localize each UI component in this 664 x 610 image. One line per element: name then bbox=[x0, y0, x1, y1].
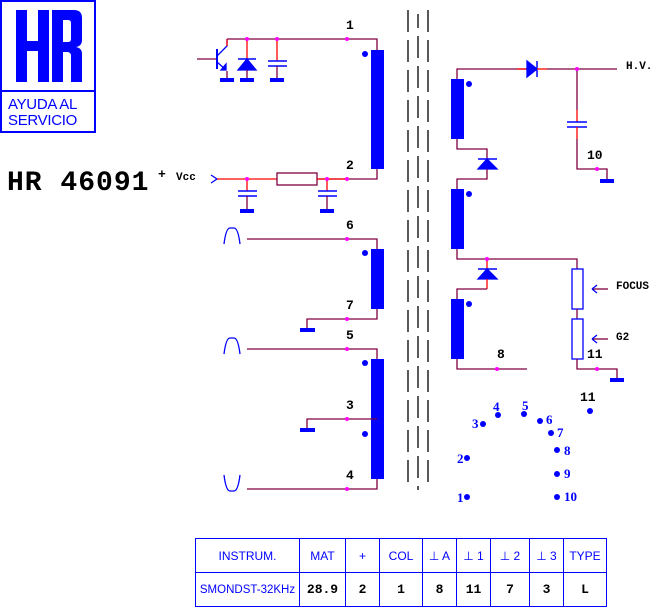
negative-pulse-icon bbox=[223, 474, 241, 492]
flyback-schematic: + Vcc 1 2 6 7 5 3 4 H.V. 10 8 11 FOCUS G… bbox=[158, 10, 652, 505]
spec-value-row: SMONDST-32KHz 28.9 2 1 8 11 7 3 L bbox=[195, 572, 607, 607]
layout-pin-2: 2 bbox=[457, 451, 464, 466]
model-number: HR 46091 bbox=[7, 168, 150, 199]
header-instrum: INSTRUM. bbox=[195, 538, 300, 573]
layout-pin-4: 4 bbox=[493, 399, 500, 414]
winding-5-3-4 bbox=[223, 337, 384, 492]
hr-logo-mark bbox=[16, 10, 82, 82]
header-ground-2: ⊥ 2 bbox=[490, 538, 530, 573]
header-ground-3: ⊥ 3 bbox=[529, 538, 564, 573]
g2-label: G2 bbox=[616, 332, 629, 344]
header-mat: MAT bbox=[299, 538, 346, 573]
logo-subtitle: AYUDA AL SERVICIO bbox=[8, 97, 77, 129]
value-ground-a: 8 bbox=[422, 572, 457, 607]
pin-label-7: 7 bbox=[346, 298, 354, 313]
pin-label-5: 5 bbox=[346, 328, 354, 343]
layout-pin-1: 1 bbox=[457, 490, 464, 505]
spec-header-row: INSTRUM. MAT + COL ⊥ A ⊥ 1 ⊥ 2 ⊥ 3 TYPE bbox=[195, 538, 607, 573]
layout-pin-8: 8 bbox=[564, 443, 571, 458]
pin-label-10: 10 bbox=[587, 148, 603, 163]
vcc-plus-label: + bbox=[158, 167, 166, 182]
pin-label-2: 2 bbox=[346, 158, 354, 173]
pin1-circuit bbox=[197, 37, 378, 82]
spec-table: INSTRUM. MAT + COL ⊥ A ⊥ 1 ⊥ 2 ⊥ 3 TYPE … bbox=[195, 538, 607, 607]
header-plus: + bbox=[345, 538, 380, 573]
pin-label-4: 4 bbox=[346, 468, 354, 483]
value-col: 1 bbox=[379, 572, 423, 607]
layout-pin-9: 9 bbox=[564, 466, 571, 481]
value-ground-2: 7 bbox=[490, 572, 530, 607]
positive-pulse-icon bbox=[223, 337, 241, 355]
hv-label: H.V. bbox=[626, 61, 652, 73]
layout-pin-6: 6 bbox=[546, 412, 553, 427]
layout-pin-5: 5 bbox=[522, 398, 529, 413]
polarity-dot bbox=[362, 51, 368, 57]
header-ground-a: ⊥ A bbox=[422, 538, 457, 573]
hr-logo: AYUDA AL SERVICIO bbox=[0, 0, 96, 133]
pin-label-11: 11 bbox=[587, 347, 603, 362]
winding-6-7 bbox=[223, 227, 384, 332]
focus-label: FOCUS bbox=[616, 281, 649, 293]
value-ground-1: 11 bbox=[456, 572, 491, 607]
vcc-label: Vcc bbox=[176, 172, 196, 184]
layout-pin-3: 3 bbox=[472, 416, 479, 431]
value-mat: 28.9 bbox=[299, 572, 346, 607]
header-col: COL bbox=[379, 538, 423, 573]
layout-pin-7: 7 bbox=[557, 425, 564, 440]
hv-secondary bbox=[451, 59, 624, 382]
value-instrum: SMONDST-32KHz bbox=[195, 572, 300, 607]
pin2-vcc-circuit bbox=[210, 169, 378, 213]
pin-label-6: 6 bbox=[346, 218, 354, 233]
pin-layout bbox=[464, 408, 593, 500]
hv-diode bbox=[526, 59, 539, 79]
focus-potentiometer bbox=[571, 268, 584, 310]
value-ground-3: 3 bbox=[529, 572, 564, 607]
logo-subtitle-line1: AYUDA AL bbox=[8, 96, 78, 113]
primary-winding bbox=[371, 50, 384, 169]
value-type: L bbox=[563, 572, 607, 607]
layout-pin-10: 10 bbox=[564, 489, 577, 504]
header-type: TYPE bbox=[563, 538, 607, 573]
logo-subtitle-line2: SERVICIO bbox=[8, 112, 78, 129]
logo-divider bbox=[2, 90, 94, 92]
transformer-core bbox=[407, 10, 429, 490]
positive-pulse-icon bbox=[223, 227, 241, 245]
value-plus: 2 bbox=[345, 572, 380, 607]
pin-label-1: 1 bbox=[346, 18, 354, 33]
pin-label-8: 8 bbox=[497, 347, 505, 362]
pin-label-3: 3 bbox=[346, 398, 354, 413]
header-ground-1: ⊥ 1 bbox=[456, 538, 491, 573]
layout-pin-11: 11 bbox=[580, 390, 596, 405]
g2-potentiometer bbox=[571, 318, 584, 360]
